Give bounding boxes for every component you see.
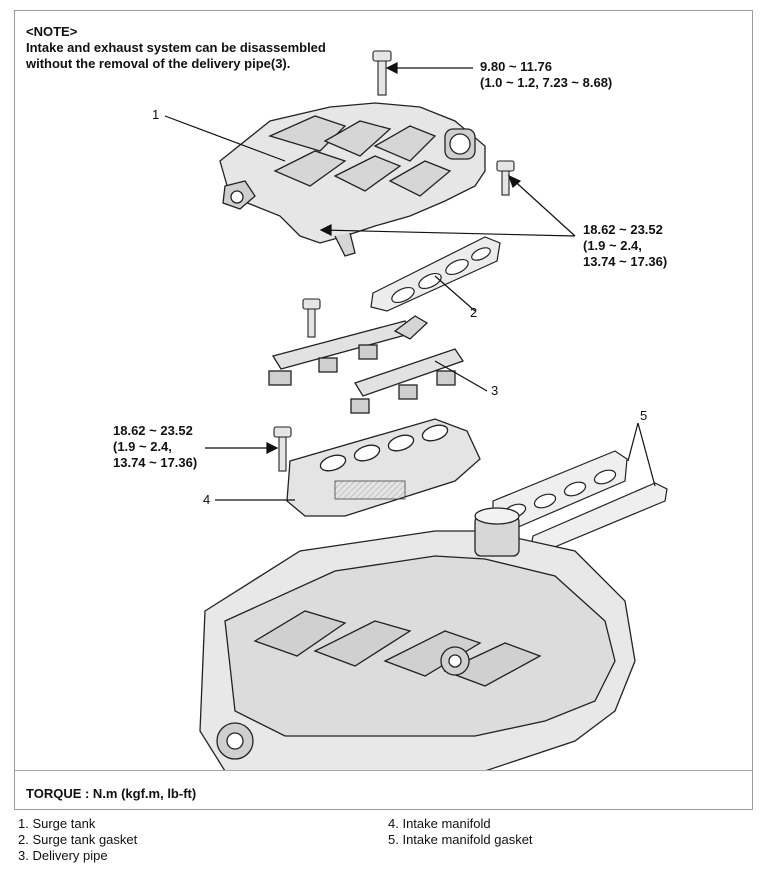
legend-left-column: 1. Surge tank 2. Surge tank gasket 3. De… (18, 816, 368, 864)
torque-conversion-surge-tank-bolt: (1.0 ~ 1.2, 7.23 ~ 8.68) (480, 75, 613, 90)
diagram-svg (164, 50, 668, 771)
torque-unit: TORQUE : N.m (kgf.m, lb-ft) (26, 786, 197, 801)
parts-legend: 1. Surge tank 2. Surge tank gasket 3. De… (18, 816, 748, 872)
torque-value-intake-manifold-bolt: 18.62 ~ 23.52 (113, 423, 193, 438)
note-title: <NOTE> (26, 24, 78, 39)
note-text-line-2: without the removal of the delivery pipe… (26, 56, 291, 71)
bolt-icon (273, 426, 292, 472)
callout-lines (164, 115, 656, 501)
bolt-icon (372, 50, 392, 96)
delivery-pipe (268, 315, 465, 414)
bolt-icon (302, 298, 321, 338)
callout-1: 1 (152, 107, 160, 122)
legend-item-surge-tank-gasket: 2. Surge tank gasket (18, 832, 138, 847)
torque-value-surge-tank-nut: 18.62 ~ 23.52 (583, 222, 663, 237)
torque-label-surge-tank-nut: 18.62 ~ 23.52 (1.9 ~ 2.4, 13.74 ~ 17.36) (583, 222, 667, 270)
callout-2: 2 (470, 305, 478, 320)
torque-label-intake-manifold-bolt: 18.62 ~ 23.52 (1.9 ~ 2.4, 13.74 ~ 17.36) (113, 423, 197, 471)
torque-conversion-1-intake-manifold-bolt: (1.9 ~ 2.4, (113, 439, 172, 454)
note-block: <NOTE> Intake and exhaust system can be … (26, 24, 366, 72)
torque-arrows (205, 62, 576, 454)
torque-value-surge-tank-bolt: 9.80 ~ 11.76 (480, 59, 552, 74)
torque-conversion-1-surge-tank-nut: (1.9 ~ 2.4, (583, 238, 642, 253)
note-text-line-1: Intake and exhaust system can be disasse… (26, 40, 326, 55)
callout-5: 5 (640, 408, 648, 423)
intake-manifold (286, 418, 481, 517)
intake-manifold-gasket (492, 450, 668, 552)
callout-3: 3 (491, 383, 499, 398)
exploded-diagram: 9.80 ~ 11.76 (1.0 ~ 1.2, 7.23 ~ 8.68) 18… (15, 11, 752, 771)
torque-label-surge-tank-bolt: 9.80 ~ 11.76 (1.0 ~ 1.2, 7.23 ~ 8.68) (480, 59, 612, 91)
legend-item-surge-tank: 1. Surge tank (18, 816, 96, 831)
surge-tank-gasket (370, 236, 501, 312)
torque-conversion-2-surge-tank-nut: 13.74 ~ 17.36) (583, 254, 668, 269)
engine-block (199, 507, 636, 771)
legend-item-intake-manifold: 4. Intake manifold (388, 816, 491, 831)
legend-item-intake-manifold-gasket: 5. Intake manifold gasket (388, 832, 533, 847)
surge-tank (219, 102, 486, 257)
legend-right-column: 4. Intake manifold 5. Intake manifold ga… (388, 816, 738, 848)
torque-divider (15, 770, 752, 771)
torque-conversion-2-intake-manifold-bolt: 13.74 ~ 17.36) (113, 455, 198, 470)
legend-item-delivery-pipe: 3. Delivery pipe (18, 848, 108, 863)
callout-4: 4 (203, 492, 211, 507)
bolt-icon (496, 160, 515, 196)
